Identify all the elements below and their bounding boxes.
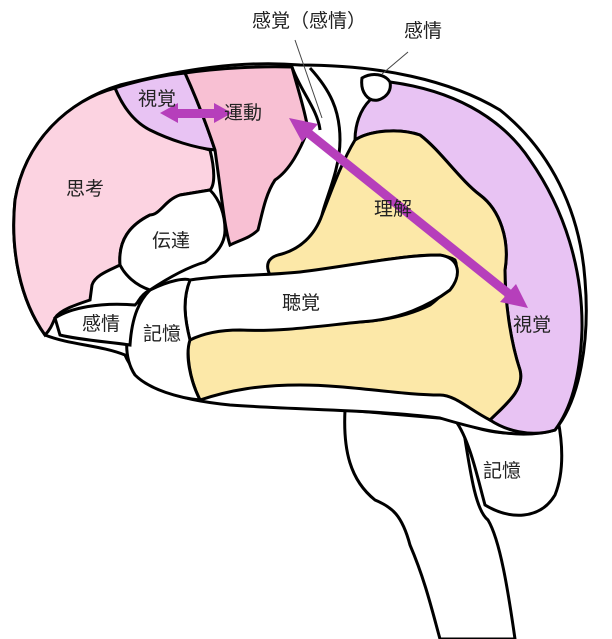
leader-line-sensation: [294, 39, 323, 119]
label-vision-front: 視覚: [138, 88, 177, 110]
brainstem: [343, 408, 517, 639]
label-thinking: 思考: [66, 178, 105, 200]
gyrus-bump: [360, 73, 392, 102]
arrow-motor-vision: [289, 118, 528, 308]
label-transmission: 伝達: [152, 230, 191, 252]
region-transmission: [118, 188, 227, 292]
label-vision-back: 視覚: [513, 314, 552, 336]
region-hearing: [183, 253, 459, 343]
arrow-vision-motor: [160, 103, 232, 123]
label-hearing: 聴覚: [282, 292, 321, 314]
label-sensation-emotion: 感覚（感情）: [252, 10, 367, 32]
label-emotion-top: 感情: [404, 20, 443, 42]
sulcus: [308, 66, 342, 216]
label-motor: 運動: [224, 102, 263, 124]
leader-line-emotion: [381, 51, 409, 75]
label-understanding: 理解: [374, 198, 413, 220]
label-memory-right: 記憶: [483, 460, 522, 482]
label-emotion-bottom: 感情: [82, 313, 121, 335]
label-memory-left: 記憶: [143, 323, 182, 345]
sulcus: [290, 66, 322, 131]
